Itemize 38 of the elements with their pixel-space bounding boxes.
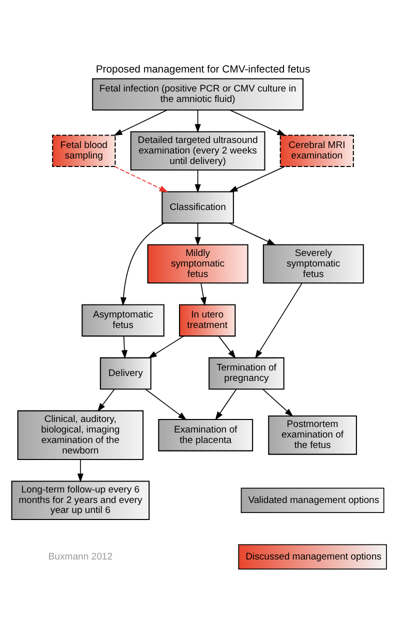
arrow [200, 282, 206, 306]
node-box: Detailed targeted ultrasound examination (every 2 weeks until delivery) [130, 131, 266, 171]
arrow [230, 110, 286, 136]
arrow [262, 388, 294, 417]
arrow [194, 222, 201, 246]
node-box: Delivery [100, 357, 152, 390]
arrow [215, 388, 237, 420]
node-box: Cerebral MRI examination [280, 134, 354, 168]
node-box: Mildly symptomatic fetus [147, 244, 248, 284]
node-box: Postmortem examination of the fetus [268, 416, 357, 455]
node-box: In utero treatment [179, 304, 236, 337]
diagram-title: Proposed management for CMV-infected fetus [96, 64, 310, 76]
arrow [114, 110, 168, 136]
node-box: Examination of the placenta [158, 419, 254, 452]
arrow [218, 336, 236, 359]
arrow [77, 459, 84, 482]
legend-label: Validated management options [248, 494, 380, 506]
arrow [194, 110, 201, 133]
arrow [121, 336, 128, 359]
node-box: Termination of pregnancy [208, 357, 284, 390]
node-box: Long-term follow-up every 6 months for 2 years and every year up until 6 [11, 480, 150, 520]
node-box: Severely symptomatic fetus [262, 244, 364, 284]
node-box: Asymptomatic fetus [82, 304, 164, 337]
arrow [120, 222, 165, 306]
node-box: Classification [162, 191, 234, 224]
node-box: Fetal blood sampling [52, 134, 116, 168]
arrow [228, 222, 276, 246]
label: Buxmann 2012 [48, 551, 113, 562]
arrow [255, 282, 302, 359]
arrow [148, 336, 184, 358]
arrow [97, 388, 115, 412]
node-box: Clinical, auditory, biological, imaging examination of the newborn [17, 410, 144, 460]
arrow [228, 166, 286, 192]
legend-label: Discussed management options [246, 551, 382, 562]
node-box: Fetal infection (positive PCR or CMV culture in the amniotic fluid) [92, 78, 304, 111]
arrow [114, 166, 168, 192]
arrow [194, 170, 201, 193]
arrow [144, 388, 187, 420]
